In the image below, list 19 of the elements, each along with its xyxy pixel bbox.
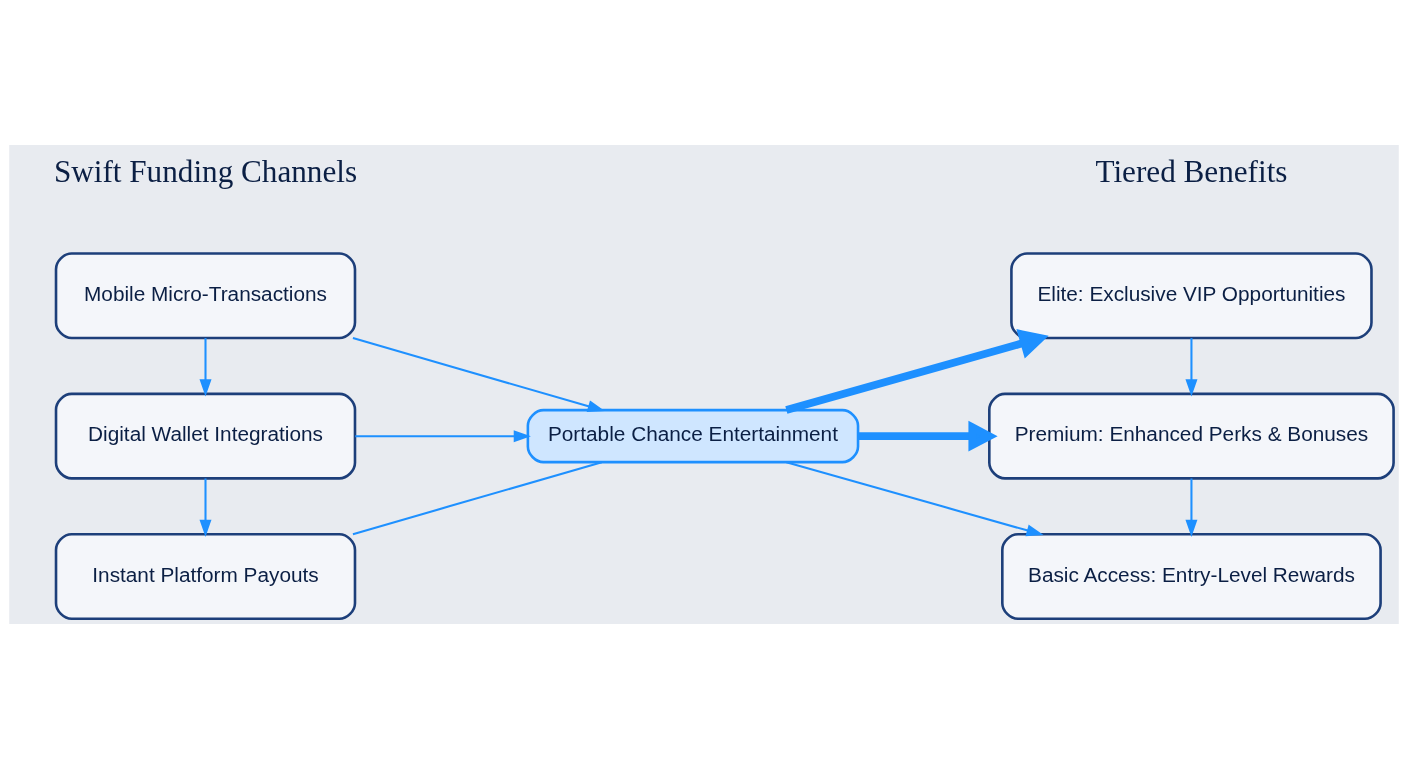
node-box: Digital Wallet Integrations	[54, 392, 357, 480]
label: Swift Funding Channels	[53, 153, 358, 189]
node-box: Premium: Enhanced Perks & Bonuses	[988, 392, 1395, 480]
node-box: Basic Access: Entry-Level Rewards	[1001, 532, 1382, 620]
arrow	[199, 478, 212, 537]
arrow	[786, 460, 1044, 536]
label: Tiered Benefits	[1095, 153, 1288, 189]
node-box: Instant Platform Payouts	[54, 532, 357, 620]
arrow	[1185, 478, 1198, 537]
node-box: Elite: Exclusive VIP Opportunities	[1010, 251, 1373, 339]
arrow	[1185, 337, 1198, 397]
arrow	[858, 420, 998, 451]
arrow	[785, 328, 1049, 414]
arrow	[355, 429, 531, 442]
arrow	[199, 337, 212, 397]
node-box: Portable Chance Entertainment	[526, 408, 860, 463]
connector	[352, 460, 603, 535]
arrow	[352, 336, 605, 412]
node-box: Mobile Micro-Transactions	[54, 251, 357, 339]
